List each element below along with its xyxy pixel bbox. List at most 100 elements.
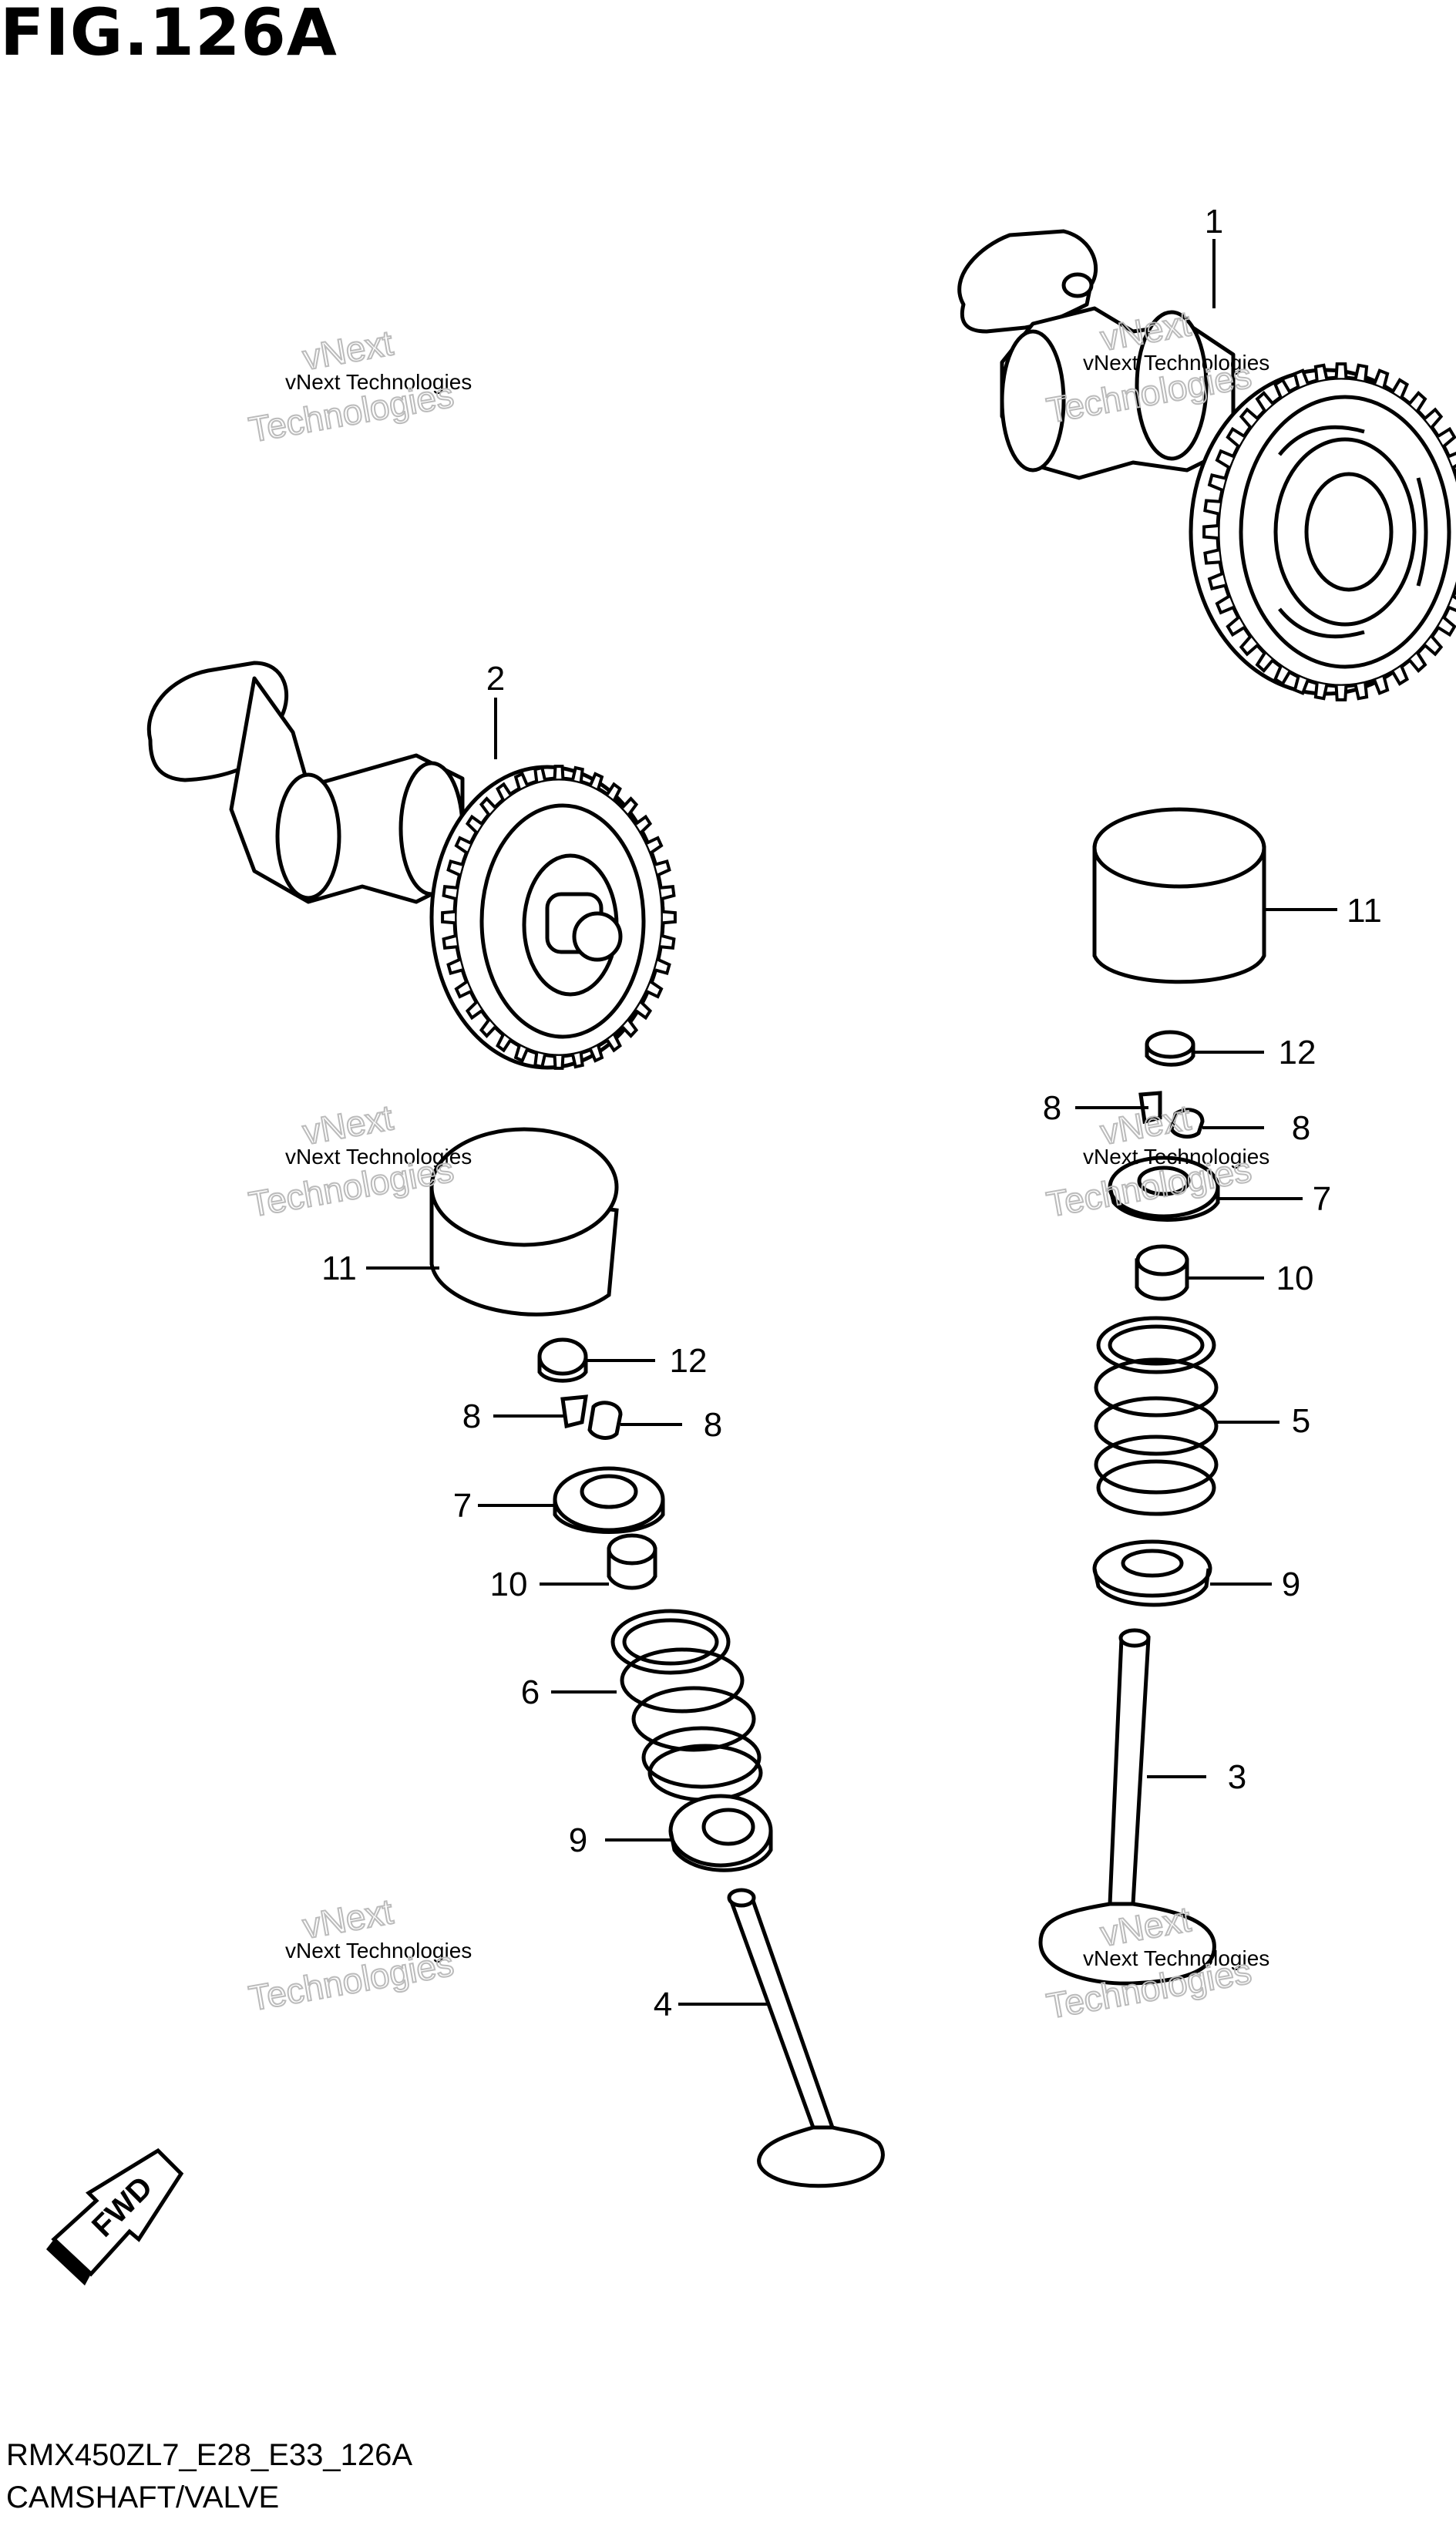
gear-tooth: [589, 1044, 604, 1063]
gear-tooth: [621, 796, 639, 816]
svg-text:vNext Technologies: vNext Technologies: [285, 1939, 472, 1963]
gear-tooth: [465, 814, 483, 834]
gear-tooth: [1334, 685, 1348, 701]
gear-tooth: [1239, 407, 1259, 429]
svg-text:vNext Technologies: vNext Technologies: [1083, 1145, 1269, 1169]
gear-tooth: [1255, 391, 1274, 412]
stem-seal-10-left[interactable]: [607, 1533, 657, 1590]
gear-tooth: [1437, 426, 1456, 448]
gear-tooth: [571, 1052, 584, 1069]
gear-tooth: [442, 885, 458, 900]
gear-tooth: [654, 957, 671, 975]
gear-tooth: [513, 1044, 529, 1063]
shim-12-left[interactable]: [537, 1337, 588, 1383]
callout-numbers: 1 2 3 4 5 6 7 7 8 8 8 8 9 9 10 10 11 11 …: [321, 203, 1382, 2023]
gear-tooth: [446, 957, 463, 975]
gear-tooth: [1226, 616, 1246, 637]
gear-tooth: [1215, 594, 1235, 615]
callout-8-right-a: 8: [1043, 1089, 1061, 1127]
gear-tooth: [441, 910, 456, 925]
valve-spring-5-right[interactable]: [1094, 1316, 1219, 1516]
gear-tooth: [1313, 682, 1329, 701]
callout-4: 4: [654, 1986, 672, 2023]
camshaft-1[interactable]: [957, 229, 1456, 696]
gear-tooth: [589, 772, 604, 790]
gear-tooth: [1207, 572, 1226, 591]
gear-tooth: [1202, 524, 1219, 540]
callout-11-right: 11: [1347, 892, 1382, 930]
gear-tooth: [1448, 451, 1456, 469]
gear-tooth: [1353, 682, 1369, 701]
gear-tooth: [1273, 378, 1291, 399]
callout-9-right: 9: [1282, 1566, 1300, 1603]
gear-tooth: [533, 765, 546, 782]
gear-tooth: [660, 934, 676, 950]
gear-tooth: [1334, 362, 1348, 378]
valve-3-intake[interactable]: [1038, 1628, 1216, 1986]
callout-1: 1: [1205, 203, 1223, 240]
svg-text:vNext Technologies: vNext Technologies: [1083, 351, 1269, 375]
valve-spring-6-left[interactable]: [610, 1609, 763, 1802]
callout-8-left-b: 8: [704, 1406, 722, 1444]
gear-tooth: [1207, 473, 1226, 492]
tappet-11-left[interactable]: [429, 1127, 619, 1317]
gear-tooth: [553, 1055, 565, 1070]
gear-tooth: [606, 782, 622, 801]
retainer-7-left[interactable]: [553, 1466, 665, 1534]
gear-tooth: [606, 1034, 622, 1053]
callout-8-left-a: 8: [462, 1398, 481, 1435]
gear-tooth: [496, 1034, 512, 1053]
gear-tooth: [634, 1001, 653, 1021]
camshaft-2[interactable]: [146, 661, 665, 1070]
gear-tooth: [1203, 499, 1221, 516]
gear-tooth: [1373, 368, 1390, 388]
spring-seat-9-right[interactable]: [1092, 1539, 1212, 1607]
gear-tooth: [1373, 676, 1390, 695]
svg-text:vNext Technologies: vNext Technologies: [285, 370, 472, 394]
gear-tooth: [454, 836, 472, 854]
cotter-8-left[interactable]: [560, 1394, 623, 1440]
cotter-8-right[interactable]: [1138, 1091, 1205, 1139]
valve-4-exhaust[interactable]: [727, 1888, 885, 2188]
stem-seal-10-right[interactable]: [1135, 1244, 1189, 1301]
callout-3: 3: [1228, 1758, 1246, 1796]
fwd-arrow-icon: FWD: [46, 2148, 184, 2286]
gear-tooth: [1215, 449, 1235, 469]
gear-tooth: [479, 1019, 496, 1038]
gear-tooth: [1226, 426, 1246, 448]
callout-11-left: 11: [321, 1250, 357, 1287]
gear-tooth: [1255, 651, 1274, 673]
callout-10-right: 10: [1276, 1260, 1314, 1297]
gear-tooth: [479, 796, 496, 816]
gear-tooth: [1424, 407, 1444, 429]
callout-12-right: 12: [1279, 1034, 1316, 1071]
gear-tooth: [496, 782, 512, 801]
tappet-11-right[interactable]: [1092, 807, 1266, 984]
svg-text:vNext Technologies: vNext Technologies: [285, 1145, 472, 1169]
retainer-7-right[interactable]: [1108, 1155, 1220, 1222]
spring-seat-9-left[interactable]: [668, 1794, 773, 1872]
callout-7-right: 7: [1313, 1180, 1331, 1218]
gear-tooth: [1408, 651, 1427, 673]
gear-tooth: [553, 765, 565, 779]
gear-tooth: [1273, 665, 1291, 686]
figure-caption: CAMSHAFT/VALVE: [6, 2481, 280, 2514]
gear-tooth: [446, 859, 463, 877]
gear-tooth: [1437, 616, 1456, 637]
svg-text:vNext Technologies: vNext Technologies: [1083, 1946, 1269, 1970]
shim-12-right[interactable]: [1145, 1030, 1195, 1067]
gear-tooth: [1293, 368, 1310, 388]
model-code: RMX450ZL7_E28_E33_126A: [6, 2438, 413, 2472]
gear-tooth: [1408, 391, 1427, 412]
leader-lines: [366, 239, 1337, 2006]
gear-tooth: [654, 859, 671, 877]
callout-8-right-b: 8: [1292, 1109, 1310, 1147]
gear-tooth: [634, 814, 653, 834]
gear-tooth: [662, 910, 677, 925]
callout-10-left: 10: [490, 1566, 528, 1603]
watermark-5: vNext Technologies vNext Technologies: [245, 1890, 472, 2019]
callout-12-left: 12: [670, 1342, 708, 1380]
gear-tooth: [1313, 363, 1329, 382]
